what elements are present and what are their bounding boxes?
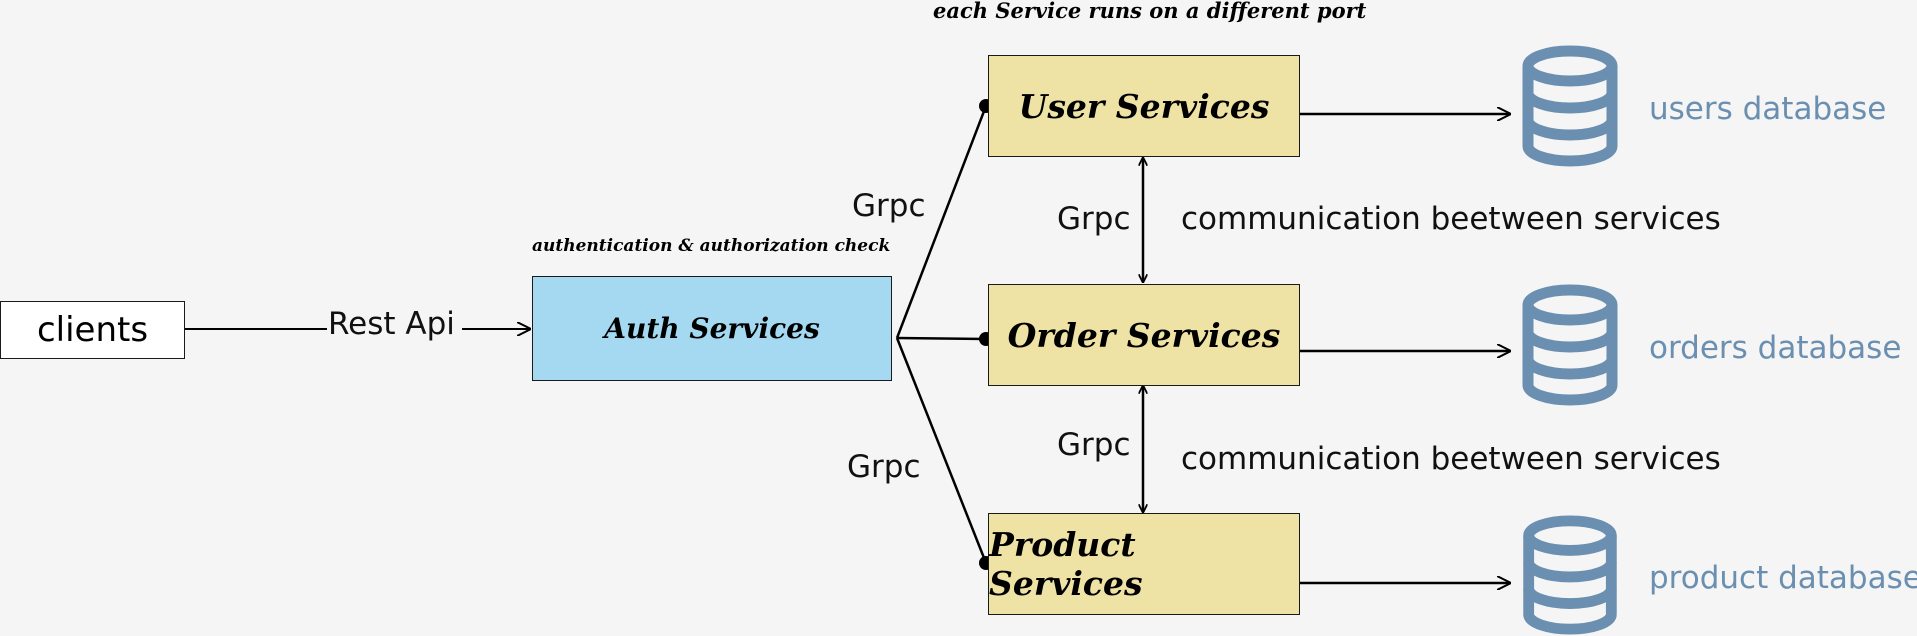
note-ports: each Service runs on a different port	[933, 0, 1367, 23]
edge-label-rest-api: Rest Api	[328, 306, 455, 342]
edge-auth-user	[895, 105, 988, 339]
edge-label-grpc-lower: Grpc	[847, 449, 921, 485]
auth-services-node[interactable]: Auth Services	[532, 276, 892, 381]
edge-auth-order	[896, 336, 987, 341]
edge-label-grpc-user-order: Grpc	[1057, 201, 1131, 237]
users-database-label: users database	[1649, 91, 1887, 127]
product-database-label: product database	[1649, 560, 1917, 596]
note-auth-check: authentication & authorization check	[532, 236, 891, 256]
order-services-node[interactable]: Order Services	[988, 284, 1300, 386]
edge-label-grpc-order-product: Grpc	[1057, 427, 1131, 463]
database-icon	[1523, 515, 1617, 635]
edge-label-comm-lower: communication beetween services	[1181, 441, 1721, 477]
edge-label-comm-upper: communication beetween services	[1181, 201, 1721, 237]
database-icon	[1522, 284, 1618, 406]
clients-node[interactable]: clients	[0, 301, 185, 359]
user-services-node[interactable]: User Services	[988, 55, 1300, 157]
product-services-node[interactable]: Product Services	[988, 513, 1300, 615]
edge-label-grpc-upper: Grpc	[852, 188, 926, 224]
edge-auth-product	[895, 337, 988, 564]
database-icon	[1522, 45, 1618, 167]
orders-database-label: orders database	[1649, 330, 1902, 366]
